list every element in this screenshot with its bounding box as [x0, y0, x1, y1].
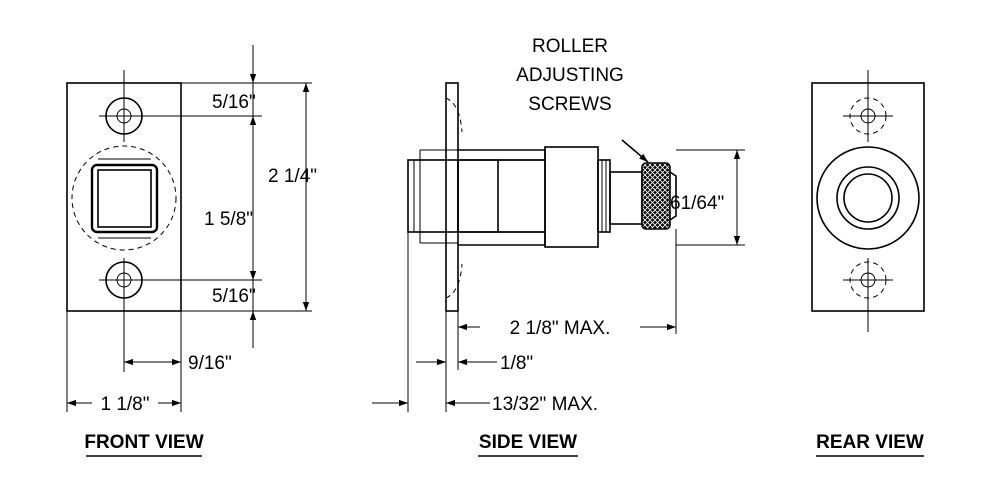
dim-overall-height: 2 1/4": [268, 166, 317, 187]
front-view: 5/16" 2 1/4" 1 5/8" 5/16" 9/16" 1 1/8": [66, 45, 317, 415]
dim-depth: 2 1/8" MAX.: [510, 318, 611, 339]
callout-line3: SCREWS: [528, 94, 611, 115]
callout-line2: ADJUSTING: [516, 65, 624, 86]
callout-line1: ROLLER: [532, 36, 608, 57]
dim-plate-thickness: 1/8": [500, 353, 533, 374]
side-view: ROLLER ADJUSTING SCREWS 61/64" 2 1/8" MA…: [372, 36, 745, 415]
rear-view: [811, 70, 925, 332]
dim-half-width: 9/16": [188, 353, 232, 374]
latch-opening: [90, 163, 159, 234]
dim-center-spacing: 1 5/8": [204, 209, 253, 230]
side-view-title: SIDE VIEW: [479, 432, 577, 453]
side-plate: [445, 82, 459, 312]
dim-projection: 13/32" MAX.: [492, 394, 598, 415]
front-view-title: FRONT VIEW: [84, 432, 203, 453]
dim-width: 1 1/8": [100, 394, 149, 415]
dim-diameter: 61/64": [670, 193, 724, 214]
front-sleeve: [407, 159, 459, 233]
dim-top-offset: 5/16": [212, 92, 256, 113]
dim-bottom-offset: 5/16": [212, 286, 256, 307]
rear-housing-ring: [816, 146, 920, 250]
rear-view-title: REAR VIEW: [816, 432, 924, 453]
knurled-roller-screw: [641, 162, 671, 230]
roller-hidden-outline: [71, 145, 177, 251]
latch-body: [458, 149, 546, 246]
